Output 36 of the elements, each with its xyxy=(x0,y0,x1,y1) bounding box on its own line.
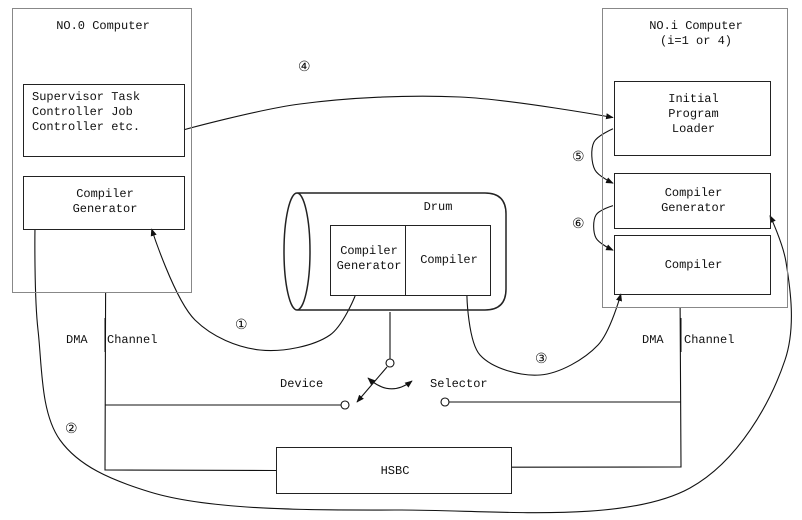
box-label: Supervisor Task Controller Job Controller etc. xyxy=(32,90,142,135)
arrow xyxy=(184,96,614,130)
drum-cylinder xyxy=(283,192,507,311)
box-label: Compiler Generator xyxy=(336,244,402,274)
program-box xyxy=(23,84,185,157)
drum-segment xyxy=(405,225,491,296)
channel-label: DMA xyxy=(642,333,664,347)
box-label: Drum xyxy=(422,200,454,215)
arrow xyxy=(34,214,792,514)
program-box xyxy=(614,173,771,229)
box-label: Compiler xyxy=(664,258,724,273)
channel-label: DMA xyxy=(66,333,88,347)
computer-frame xyxy=(602,8,788,308)
box-label: Compiler xyxy=(419,253,479,268)
computer-frame xyxy=(12,8,192,293)
program-box xyxy=(614,235,771,295)
arrow xyxy=(150,228,356,352)
computer-title: NO.i Computer (i=1 or 4) xyxy=(648,19,744,49)
channel-label: Channel xyxy=(107,333,158,347)
arrow xyxy=(466,293,622,376)
box-label: Compiler Generator xyxy=(72,187,138,217)
connector-line xyxy=(104,293,276,472)
arrow xyxy=(591,128,614,184)
arrow xyxy=(593,205,614,251)
drum-segment xyxy=(330,225,406,296)
switch-label: Device xyxy=(280,377,324,391)
box-label: Compiler Generator xyxy=(660,186,727,216)
controller-box xyxy=(276,447,512,494)
program-box xyxy=(23,176,185,230)
program-box xyxy=(614,81,771,156)
connector-line xyxy=(512,308,682,468)
channel-label: Channel xyxy=(684,333,734,347)
computer-title: NO.0 Computer xyxy=(55,19,151,34)
box-label: HSBC xyxy=(380,464,410,479)
switch-label: Selector xyxy=(430,377,488,391)
box-label: Initial Program Loader xyxy=(667,92,720,137)
